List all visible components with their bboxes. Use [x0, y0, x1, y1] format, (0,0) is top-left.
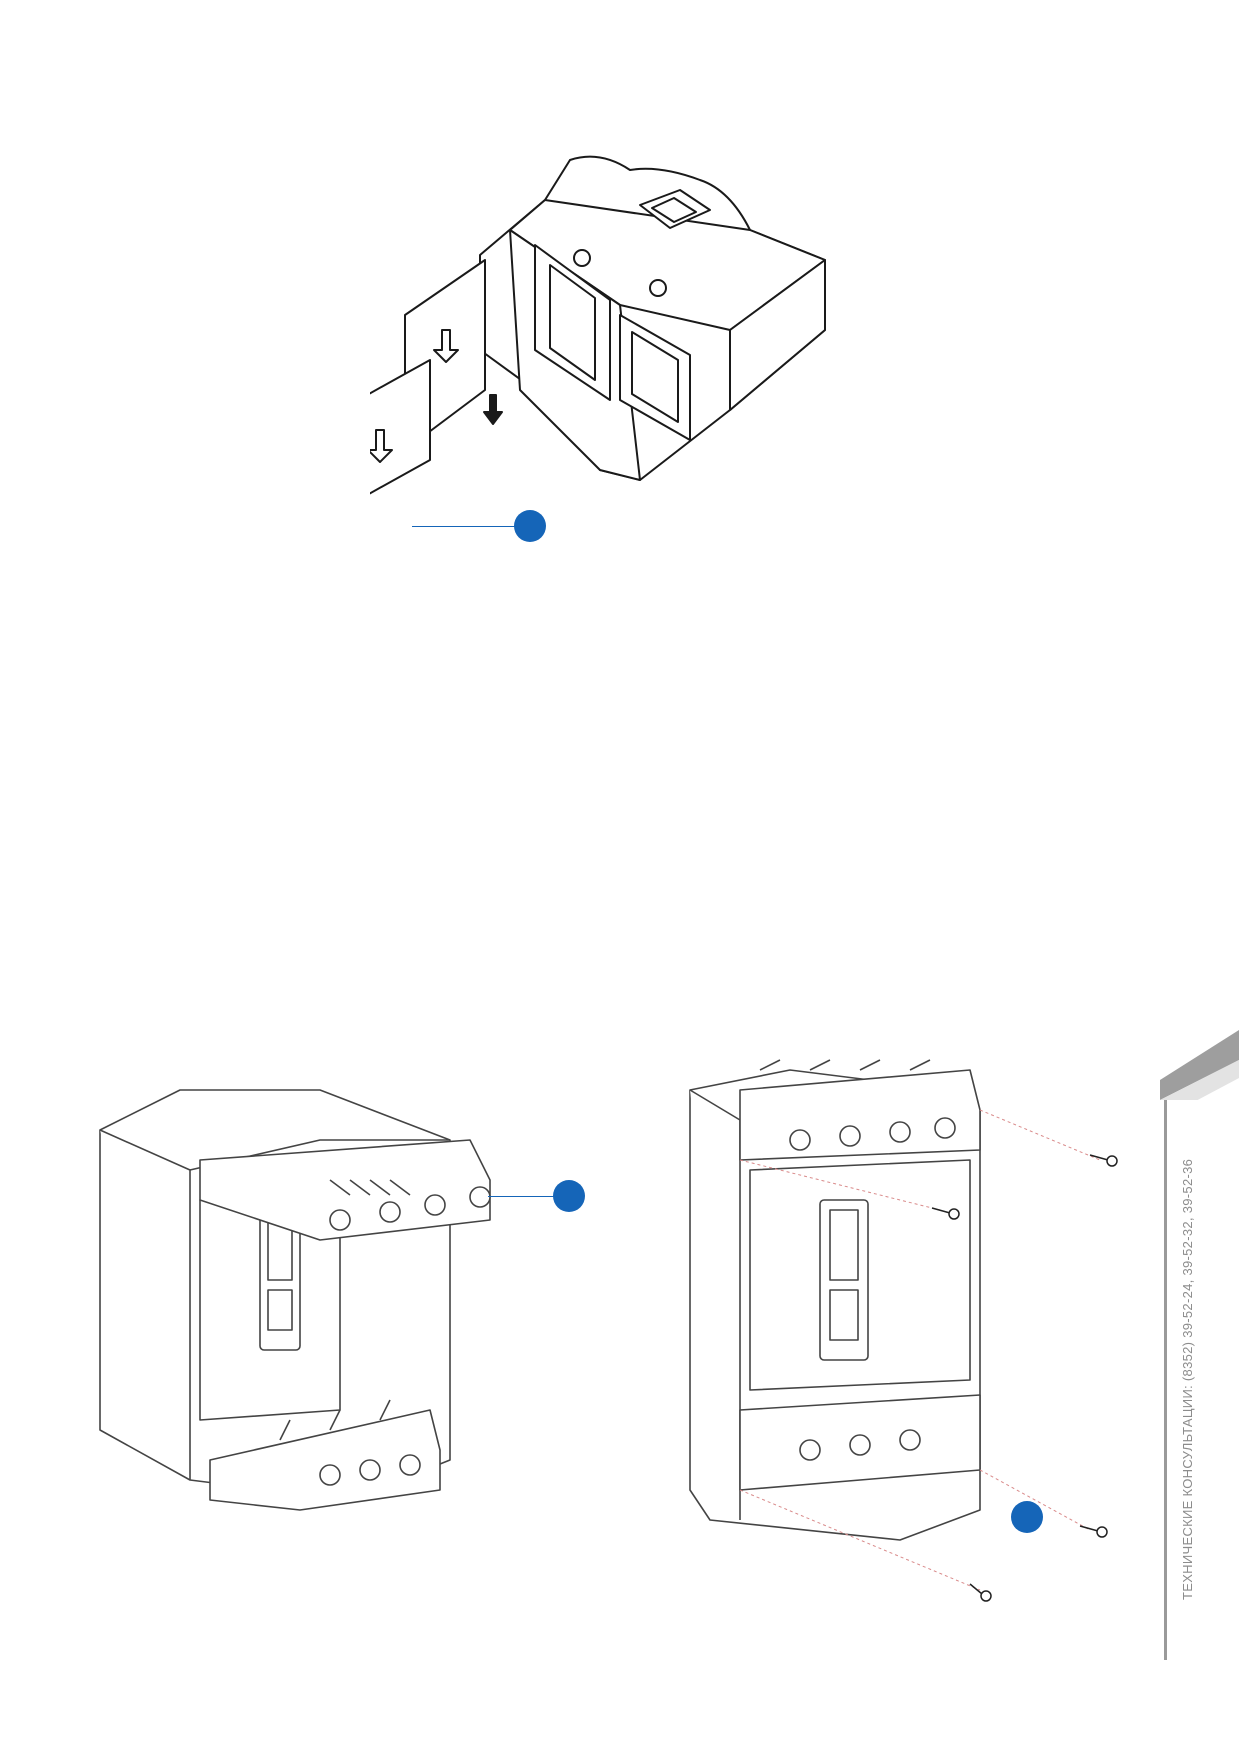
callout-marker-3 — [1011, 1501, 1043, 1533]
page-edge-tab — [1160, 1030, 1239, 1100]
callout-leader-1 — [412, 526, 516, 527]
page-edge-bar — [1164, 1100, 1167, 1660]
callout-marker-1 — [514, 510, 546, 542]
callout-marker-2 — [553, 1180, 585, 1212]
breaker-terminal-plates-illustration — [370, 155, 826, 495]
breaker-cover-screws-illustration — [689, 1059, 1118, 1602]
callout-leader-2 — [488, 1196, 556, 1197]
breaker-cover-install-illustration — [99, 1089, 491, 1511]
sidebar-contact-text: ТЕХНИЧЕСКИЕ КОНСУЛЬТАЦИИ: (8352) 39-52-2… — [1180, 1158, 1195, 1600]
